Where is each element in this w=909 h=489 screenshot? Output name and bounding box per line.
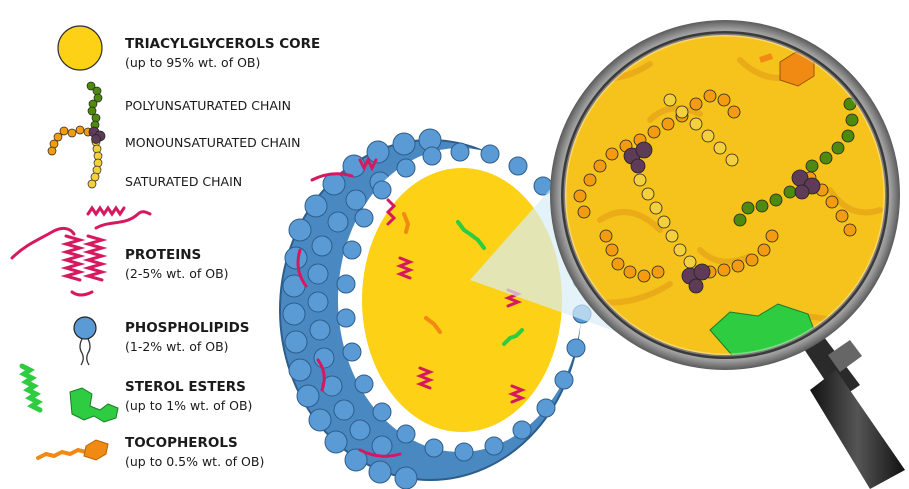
triacylglycerols-sub: (up to 95% wt. of OB) xyxy=(125,55,260,70)
fatty-acid-chains-icon xyxy=(48,82,105,188)
phospholipids-sub: (1-2% wt. of OB) xyxy=(125,339,229,354)
tocopherol-icon xyxy=(38,440,108,460)
proteins-label: PROTEINS xyxy=(125,247,201,263)
sterol-esters-label: STEROL ESTERS xyxy=(125,379,246,395)
magnifier-handle xyxy=(798,325,905,489)
phospholipids-label: PHOSPHOLIPIDS xyxy=(125,320,250,336)
sterol-ester-icon xyxy=(22,366,118,422)
triacylglycerols-label: TRIACYLGLYCEROLS CORE xyxy=(125,36,320,52)
sterol-esters-sub: (up to 1% wt. of OB) xyxy=(125,398,252,413)
polyunsaturated-label: POLYUNSATURATED CHAIN xyxy=(125,98,291,113)
magnifying-glass xyxy=(550,20,905,489)
tocopherols-label: TOCOPHEROLS xyxy=(125,435,238,451)
saturated-label: SATURATED CHAIN xyxy=(125,174,242,189)
triacylglycerols-icon xyxy=(58,26,102,70)
monounsaturated-label: MONOUNSATURATED CHAIN xyxy=(125,135,300,150)
phospholipid-icon xyxy=(74,317,96,365)
oil-body xyxy=(280,129,591,489)
tocopherols-sub: (up to 0.5% wt. of OB) xyxy=(125,454,264,469)
proteins-sub: (2-5% wt. of OB) xyxy=(125,266,229,281)
